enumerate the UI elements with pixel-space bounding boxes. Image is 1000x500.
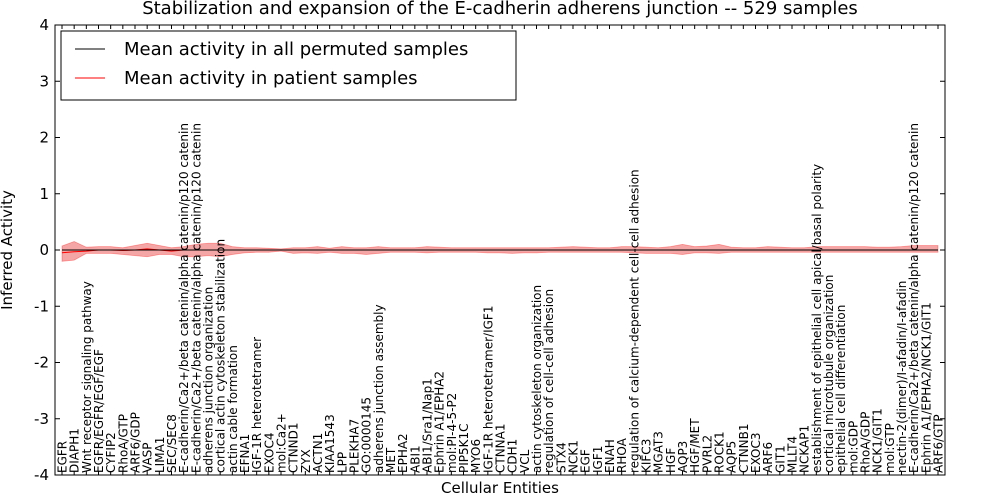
- x-tick-label: ACTN1: [311, 433, 325, 473]
- x-tick-label: KIAA1543: [323, 414, 337, 473]
- x-tick-label: E-cadherin/Ca2+/beta catenin/alpha caten…: [189, 123, 203, 473]
- x-tick-label: CTNND1: [287, 422, 301, 473]
- x-tick-label: NCKAP1: [798, 425, 812, 473]
- x-tick-label: GIT1: [773, 445, 787, 473]
- x-tick-label: actin cable formation: [226, 345, 240, 473]
- x-tick-label: mol:GDP: [846, 421, 860, 473]
- x-tick-label: MLLT4: [786, 436, 800, 473]
- x-tick-label: mol:GTP: [883, 423, 897, 473]
- x-tick-label: MET: [384, 447, 398, 473]
- x-tick-label: EFNA1: [238, 434, 252, 473]
- legend-label: Mean activity in all permuted samples: [124, 39, 468, 60]
- y-tick-label: -4: [34, 466, 49, 484]
- x-tick-label: adherens junction organization: [202, 287, 216, 473]
- x-axis-label: Cellular Entities: [441, 479, 559, 497]
- y-axis-label: Inferred Activity: [0, 190, 16, 310]
- x-tick-label: EXOC4: [262, 433, 276, 474]
- x-tick-label: EGFR/EGFR/EGF/EGF: [92, 349, 106, 473]
- chart-title: Stabilization and expansion of the E-cad…: [142, 0, 858, 19]
- x-tick-label: RHOA: [615, 437, 629, 473]
- x-tick-label: CTNNB1: [737, 423, 751, 473]
- x-tick-label: IGF-1R heterotetramer/IGF1: [481, 306, 495, 473]
- x-tick-label: CYFIP2: [104, 432, 118, 473]
- x-tick-label: epithelial cell differentiation: [834, 305, 848, 473]
- x-tick-label: LPP: [335, 452, 349, 473]
- x-tick-label: HGF/MET: [688, 418, 702, 473]
- x-tick-label: KIFC3: [640, 439, 654, 473]
- x-tick-label: cortical actin cytoskeleton stabilizatio…: [214, 239, 228, 473]
- y-tick-label: 1: [39, 185, 49, 203]
- x-tick-label: IGF1: [591, 446, 605, 473]
- x-tick-label: adherens junction assembly: [372, 304, 386, 473]
- x-tick-label: EPHA2: [396, 433, 410, 473]
- x-tick-label: ARF6/GDP: [129, 412, 143, 473]
- y-tick-label: 3: [39, 72, 49, 90]
- x-tick-label: NCK1/GIT1: [871, 408, 885, 473]
- x-tick-label: HGF: [664, 448, 678, 473]
- x-tick-label: ARF6/GTP: [932, 414, 946, 473]
- x-tick-label: mol:Ca2+: [275, 413, 289, 473]
- x-tick-label: IGF-1R heterotetramer: [250, 337, 264, 473]
- x-tick-label: PLEKHA7: [348, 419, 362, 473]
- y-tick-label: -1: [34, 297, 49, 315]
- x-tick-label: PIP5K1C: [457, 423, 471, 473]
- x-tick-label: AQP5: [725, 441, 739, 473]
- x-tick-label: EGF: [579, 449, 593, 473]
- x-tick-label: EGFR: [56, 441, 70, 473]
- y-tick-label: 2: [39, 129, 49, 147]
- x-tick-label: CTNNA1: [494, 423, 508, 473]
- x-tick-label: MGAT3: [652, 431, 666, 473]
- x-tick-label: actin cytoskeleton organization: [530, 285, 544, 473]
- x-tick-label: SEC/SEC8: [165, 414, 179, 473]
- legend: Mean activity in all permuted samplesMea…: [60, 30, 517, 101]
- series-lines: [61, 248, 938, 254]
- x-tick-label: Ephrin A1/EPHA2: [433, 371, 447, 473]
- x-tick-label: ENAH: [603, 439, 617, 473]
- y-tick-label: 0: [39, 241, 49, 259]
- legend-box: [60, 30, 517, 101]
- legend-label: Mean activity in patient samples: [124, 68, 418, 89]
- plot-frame: [54, 24, 946, 476]
- patient-band-area: [61, 241, 939, 262]
- x-tick-label: GO:0000145: [360, 397, 374, 473]
- x-tick-label: RhoA/GTP: [116, 414, 130, 473]
- x-tick-label: VASP: [141, 442, 155, 473]
- x-tick-label: mol:PI-4-5-P2: [445, 393, 459, 473]
- x-tick-label: RhoA/GDP: [859, 412, 873, 473]
- x-tick-label: VCL: [518, 449, 532, 473]
- x-tick-label: ABI1/Sra1/Nap1: [421, 378, 435, 473]
- x-axis-ticks: [61, 25, 939, 475]
- x-tick-label: nectin-2(dimer)/I-afadin/I-afadin: [895, 281, 909, 473]
- x-tick-label: ROCK1: [713, 431, 727, 473]
- x-tick-label: Wnt receptor signaling pathway: [80, 281, 94, 473]
- x-tick-label: E-cadherin/Ca2+/beta catenin/alpha caten…: [177, 123, 191, 473]
- x-tick-label: NCK1: [567, 440, 581, 473]
- x-tick-label: AQP3: [676, 441, 690, 473]
- x-tick-label: EXOC3: [749, 433, 763, 474]
- y-tick-label: -2: [34, 354, 49, 372]
- x-tick-label: E-cadherin/Ca2+/beta catenin/alpha caten…: [907, 123, 921, 473]
- x-tick-label: STX4: [554, 442, 568, 473]
- x-tick-label: DIAPH1: [68, 428, 82, 473]
- x-tick-label: regulation of cell-cell adhesion: [542, 289, 556, 473]
- x-tick-label: ABI1: [408, 445, 422, 473]
- y-tick-label: 4: [39, 16, 49, 34]
- x-tick-label: PVRL2: [700, 435, 714, 473]
- x-tick-label: Ephrin A1/EPHA2/NCK1/GIT1: [919, 302, 933, 473]
- x-tick-label: MYO6: [469, 439, 483, 473]
- x-tick-label: establishment of epithelial cell apical/…: [810, 164, 824, 473]
- x-tick-label: ARF6: [761, 442, 775, 473]
- x-tick-label: LIMA1: [153, 437, 167, 473]
- x-tick-label: cortical microtubule organization: [822, 275, 836, 473]
- y-tick-label: -3: [34, 410, 49, 428]
- confidence-band: [61, 241, 939, 262]
- x-tick-label: CDH1: [506, 439, 520, 473]
- x-tick-label: ZYX: [299, 449, 313, 473]
- x-tick-label: regulation of calcium-dependent cell-cel…: [627, 169, 641, 473]
